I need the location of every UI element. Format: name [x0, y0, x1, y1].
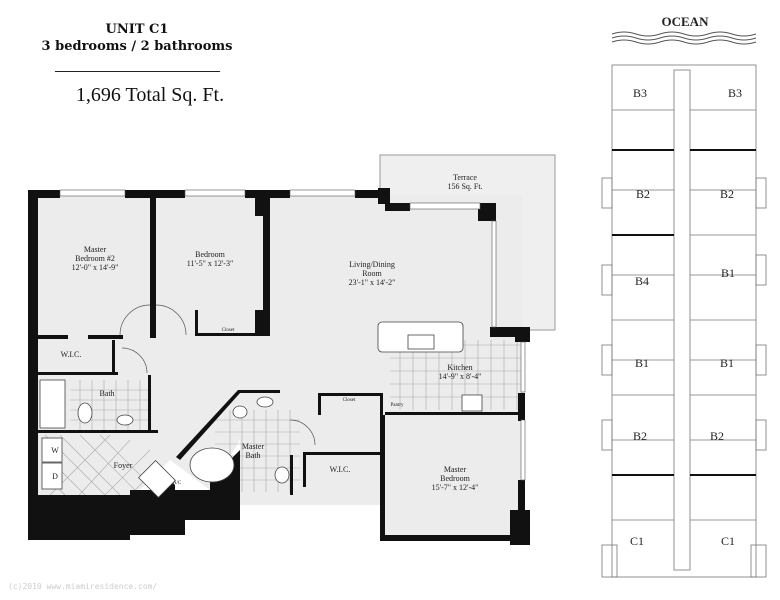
divider	[55, 71, 220, 72]
kitchen-label: Kitchen	[447, 363, 472, 372]
key-unit-b2-right: B2	[720, 187, 734, 201]
washer-label: W	[51, 446, 59, 455]
key-unit-c1-right: C1	[721, 534, 735, 548]
ac-label: A/C	[173, 481, 182, 486]
living-label-2: Room	[362, 269, 382, 278]
key-plan: OCEAN B3 B3 B2 B2 B4 B1 B1 B1 B2 B2 C1 C…	[601, 14, 767, 578]
key-unit-b3-right: B3	[728, 86, 742, 100]
dryer-label: D	[52, 472, 58, 481]
bath-label: Bath	[99, 389, 114, 398]
bedroom-closet-label: Closet	[222, 328, 235, 333]
master-bedroom-2-label-2: Bedroom #2	[75, 254, 115, 263]
ocean-label: OCEAN	[662, 14, 710, 29]
floor-plan: Master Bedroom #2 12'-0" x 14'-9" Bedroo…	[28, 154, 556, 545]
ocean-waves-icon	[611, 31, 757, 45]
master-bedroom-size: 15'-7" x 12'-4"	[432, 483, 479, 492]
living-size: 23'-1" x 14'-2"	[349, 278, 396, 287]
fixtures	[39, 321, 483, 498]
wic-master-label: W.I.C.	[330, 465, 351, 474]
master-bedroom-2-size: 12'-0" x 14'-9"	[72, 263, 119, 272]
windows	[59, 189, 526, 481]
total-area: 1,696 Total Sq. Ft.	[75, 84, 225, 106]
master-bath-label-2: Bath	[245, 451, 260, 460]
master-bedroom-2-label: Master	[84, 245, 107, 254]
key-unit-b4: B4	[635, 274, 649, 288]
key-unit-b1-right: B1	[720, 356, 734, 370]
bedroom-label: Bedroom	[195, 250, 226, 259]
key-unit-b3-left: B3	[633, 86, 647, 100]
bedroom-size: 11'-5" x 12'-3"	[187, 259, 233, 268]
key-unit-b1-upper: B1	[721, 266, 735, 280]
key-unit-b2-lower-left: B2	[633, 429, 647, 443]
key-unit-b2-left: B2	[636, 187, 650, 201]
key-unit-b1-left: B1	[635, 356, 649, 370]
closet-label: Closet	[343, 398, 356, 403]
key-plan-outline	[601, 64, 767, 578]
door-swings	[119, 304, 316, 446]
master-bedroom-label: Master	[444, 465, 467, 474]
terrace-size: 156 Sq. Ft.	[447, 182, 482, 191]
living-label: Living/Dining	[349, 260, 395, 269]
master-bedroom-label-2: Bedroom	[440, 474, 471, 483]
wic-left-label: W.I.C.	[61, 350, 82, 359]
key-unit-b2-lower-right: B2	[710, 429, 724, 443]
master-bath-label: Master	[242, 442, 265, 451]
key-plan-party-walls	[612, 149, 756, 476]
unit-title: UNIT C1	[105, 22, 169, 37]
foyer-label: Foyer	[114, 461, 133, 470]
terrace-label: Terrace	[453, 173, 477, 182]
key-unit-c1-left: C1	[630, 534, 644, 548]
unit-layout: 3 bedrooms / 2 bathrooms	[41, 39, 233, 54]
watermark: (c)2010 www.miamiresidence.com/	[8, 582, 158, 591]
pantry-label: Pantry	[390, 403, 404, 408]
kitchen-size: 14'-9" x 8'-4"	[439, 372, 482, 381]
